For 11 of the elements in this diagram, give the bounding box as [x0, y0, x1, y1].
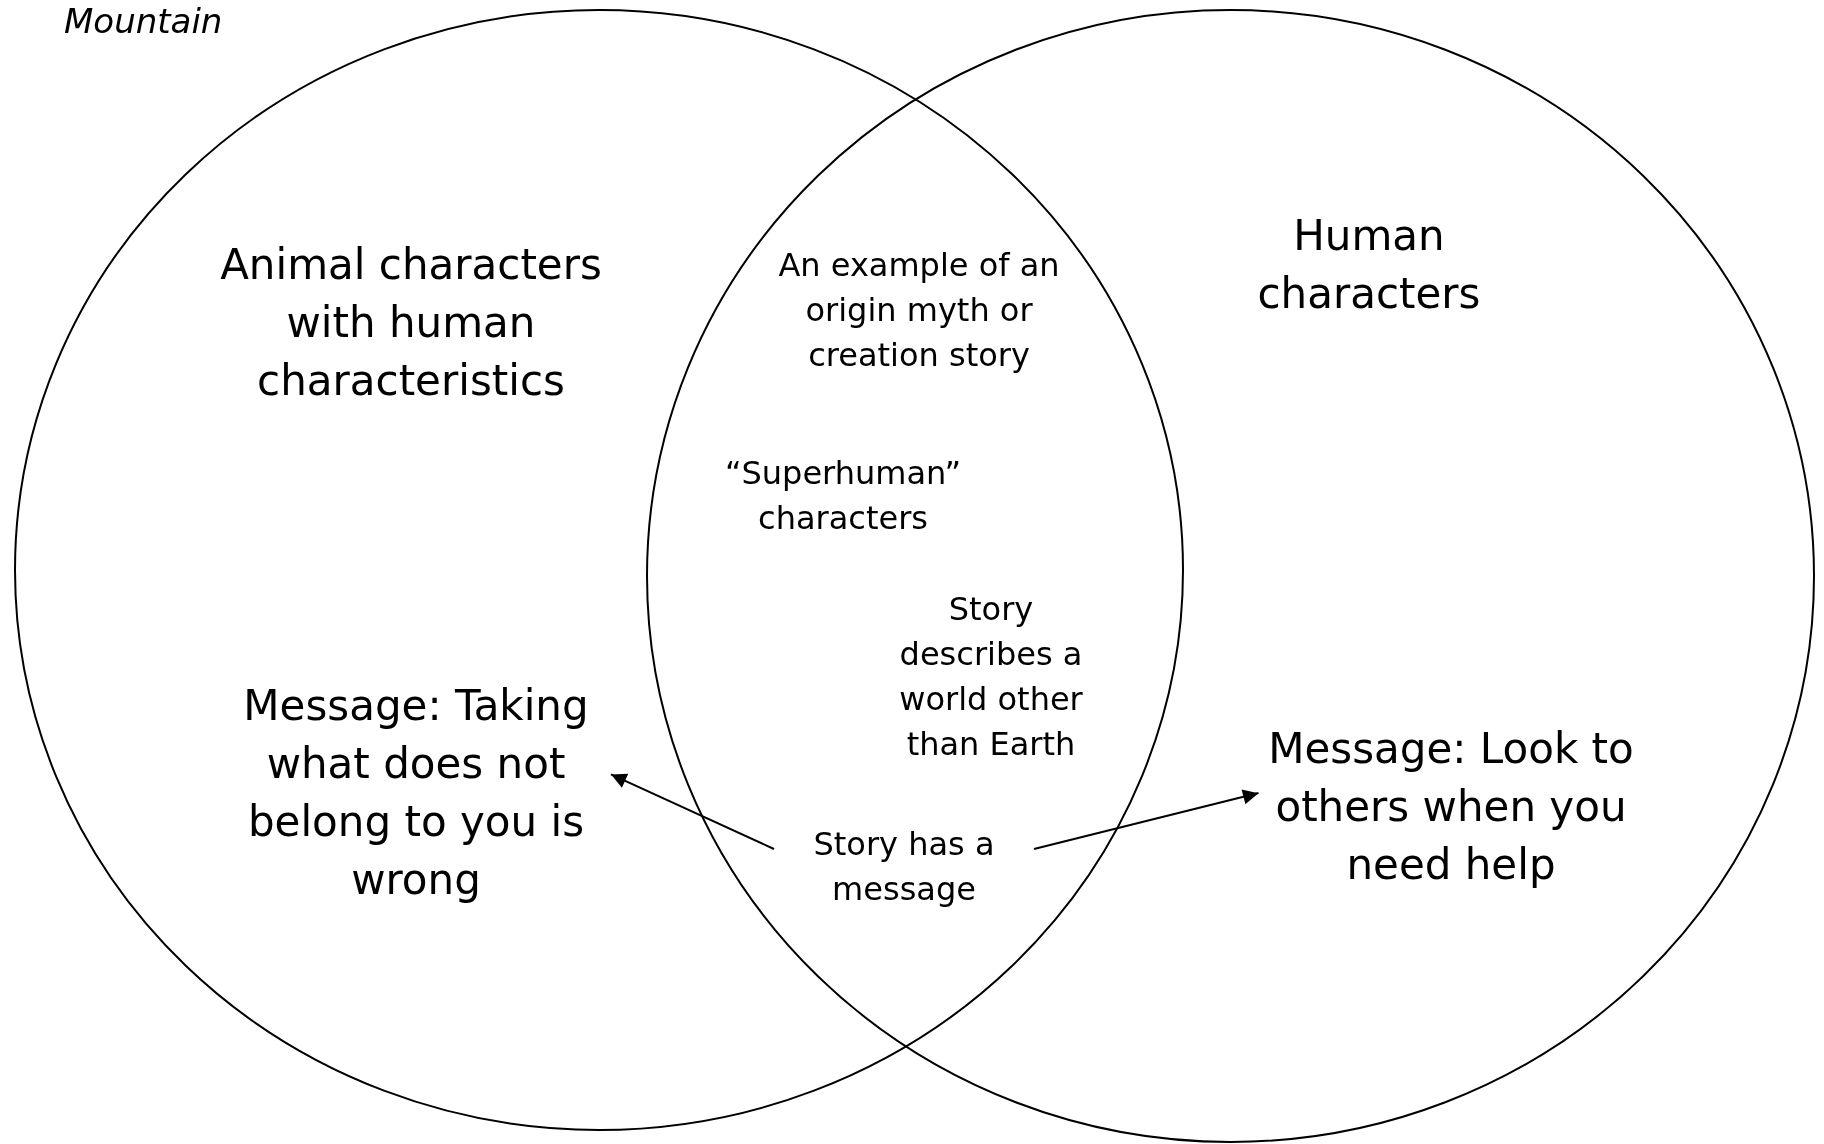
arrow [1033, 789, 1260, 850]
cut-off-heading: Mountain [64, 0, 223, 42]
arrow [610, 773, 775, 850]
venn-text: “Superhuman” characters [723, 453, 963, 539]
venn-text: Human characters [1256, 210, 1482, 320]
venn-text: Story describes a world other than Earth [898, 589, 1084, 765]
venn-text: An example of an origin myth or creation story [777, 244, 1061, 376]
venn-text: Animal characters with human characteristics [219, 239, 603, 407]
venn-text: Message: Look to others when you need help [1267, 723, 1635, 891]
venn-text: Message: Taking what does not belong to you is wrong [242, 680, 590, 906]
venn-text: Story has a message [812, 824, 996, 910]
